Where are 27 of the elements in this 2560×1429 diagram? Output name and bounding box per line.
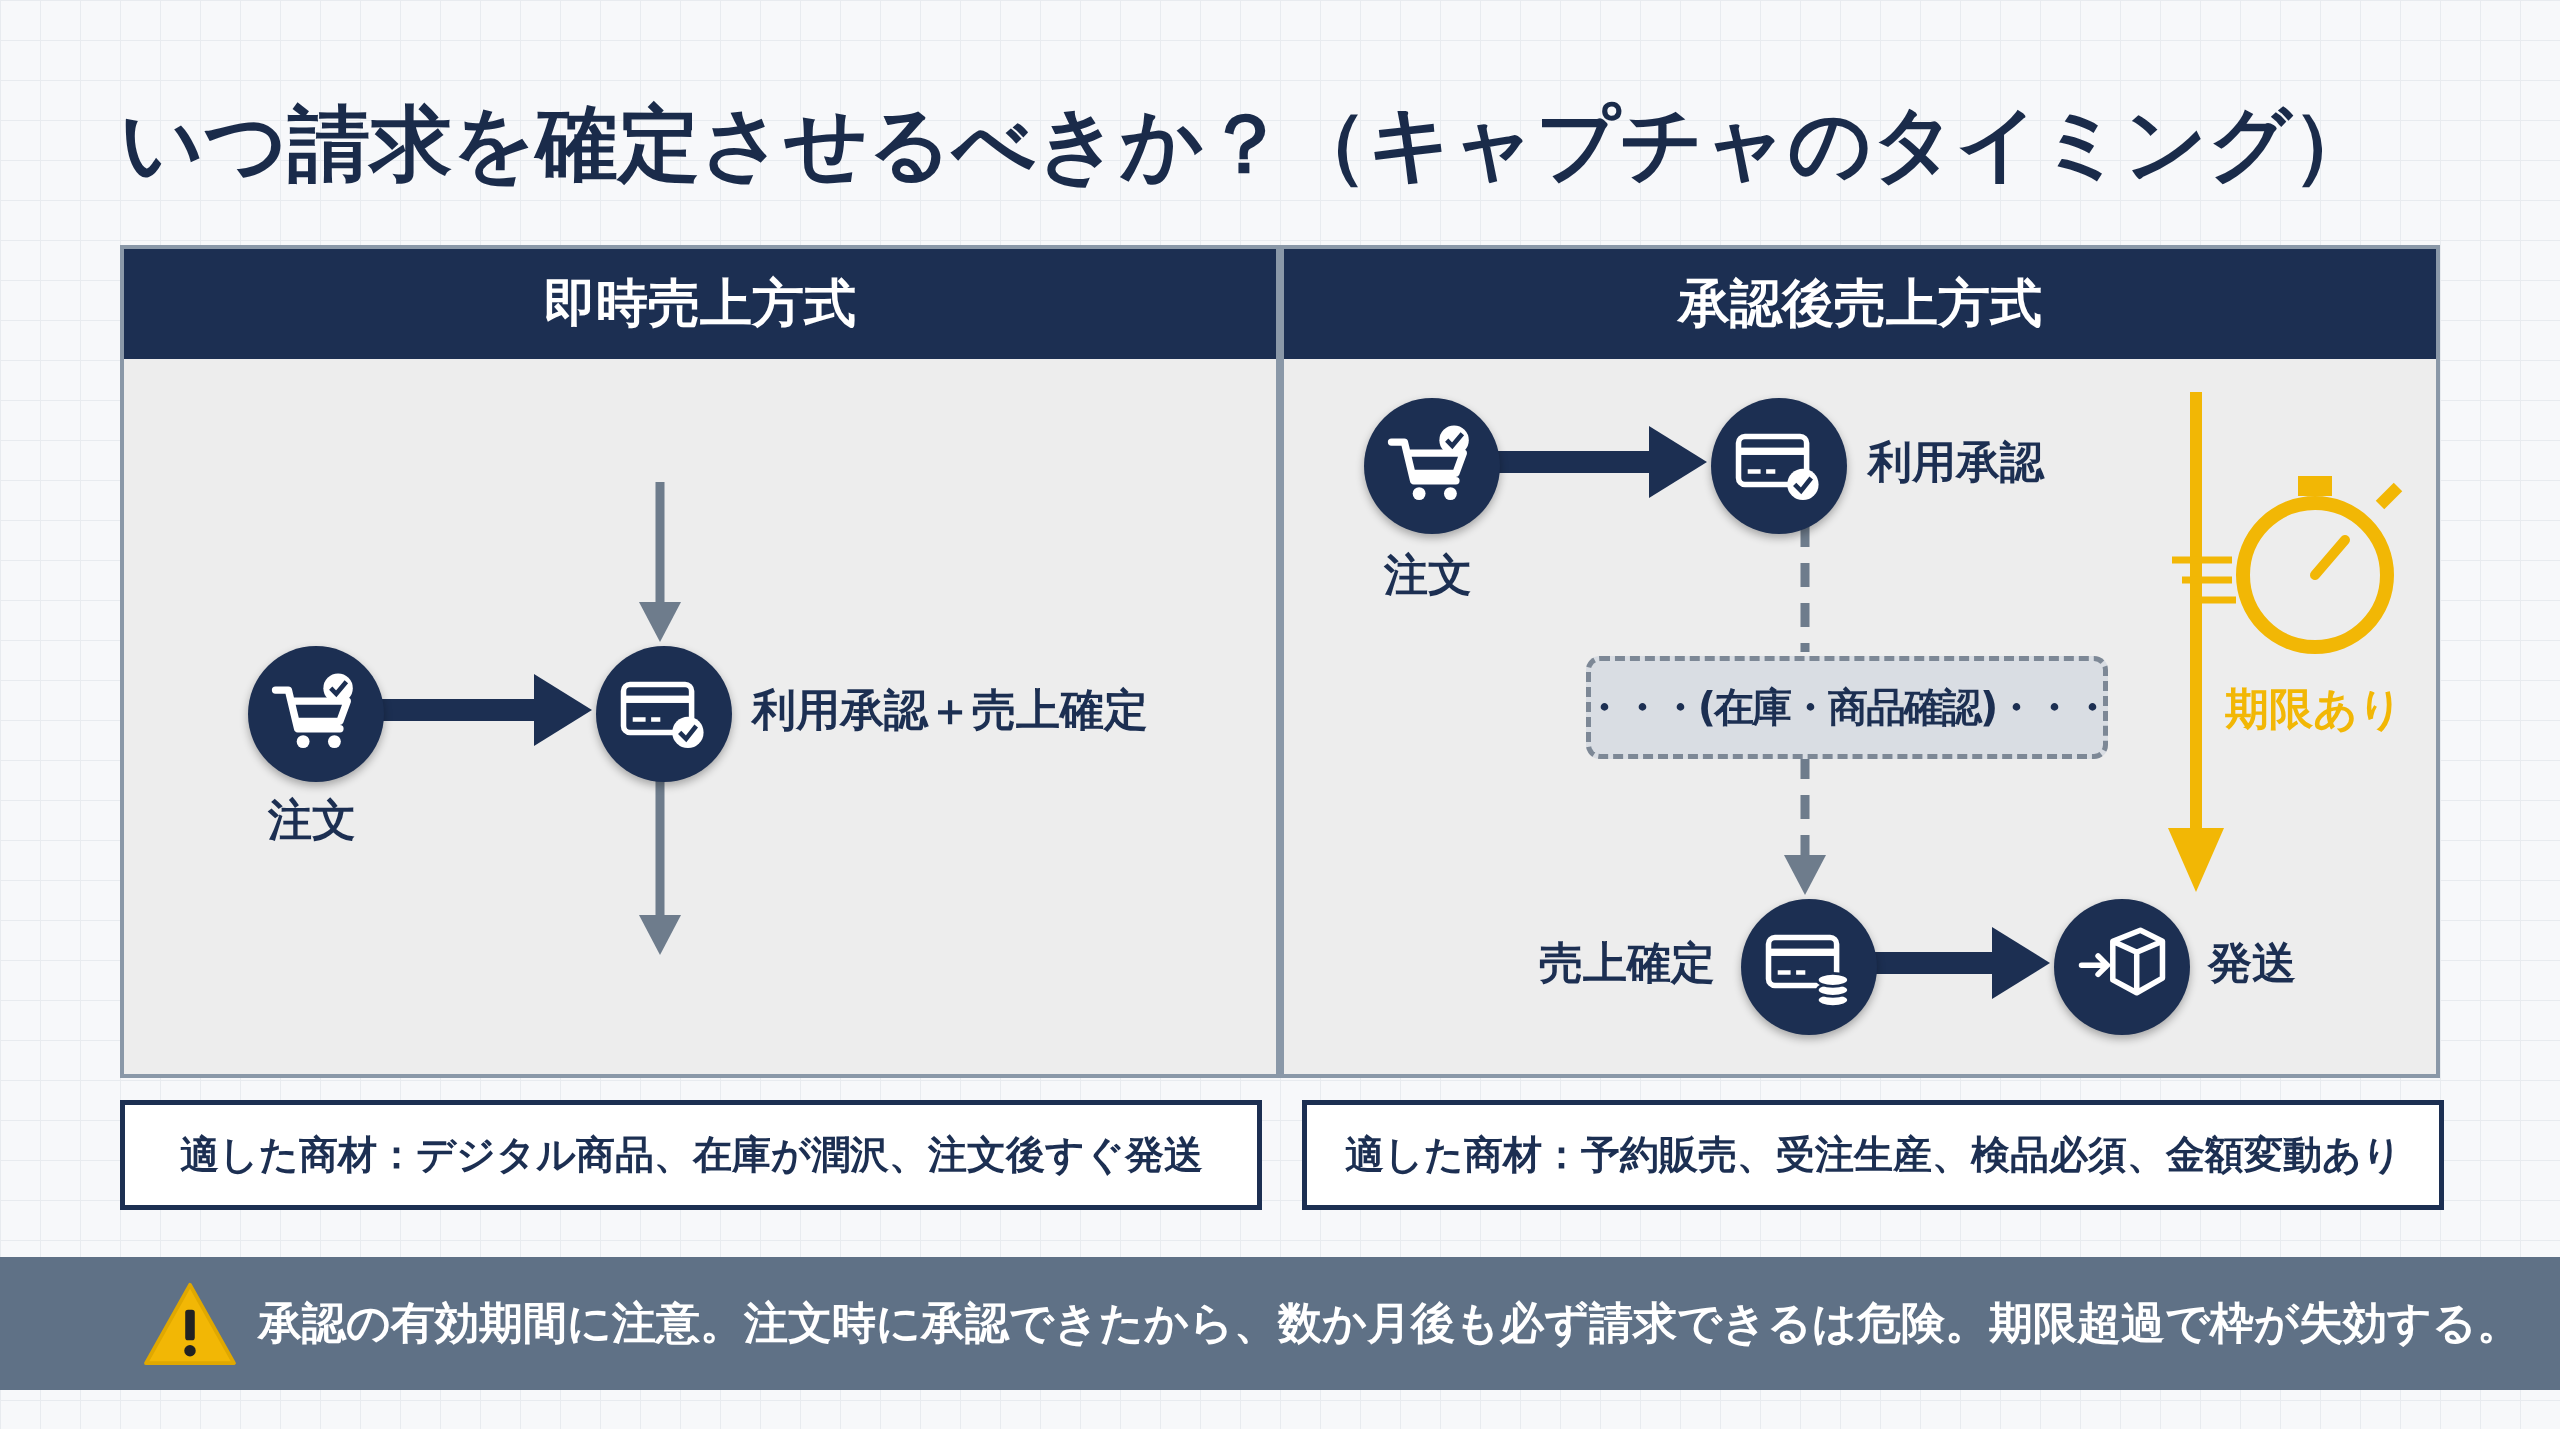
title: いつ請求を確定させるべきか？（キャプチャのタイミング） bbox=[120, 95, 2374, 193]
arrow bbox=[380, 674, 592, 746]
warning-banner bbox=[0, 1257, 2560, 1390]
dashed-box: ・・・(在庫・商品確認)・・・ bbox=[1586, 656, 2108, 759]
step-label: 注文 bbox=[267, 793, 357, 847]
icon-circle bbox=[2054, 899, 2190, 1035]
step-label: 利用承認 bbox=[1868, 435, 2044, 489]
step-label: 利用承認＋売上確定 bbox=[752, 683, 1148, 737]
arrow bbox=[1496, 426, 1707, 498]
warning-text: 承認の有効期間に注意。注文時に承認できたから、数か月後も必ず請求できるは危険。期限超過で枠が失効する。 bbox=[258, 1296, 2521, 1350]
note-box: 適した商材：予約販売、受注生産、検品必須、金額変動あり bbox=[1302, 1100, 2444, 1210]
panel-header: 即時売上方式 bbox=[124, 249, 1276, 359]
panel bbox=[120, 245, 1280, 1078]
icon-circle bbox=[1711, 398, 1847, 534]
panel-header: 承認後売上方式 bbox=[1284, 249, 2436, 359]
note-box: 適した商材：デジタル商品、在庫が潤沢、注文後すぐ発送 bbox=[120, 1100, 1262, 1210]
step-label: 注文 bbox=[1383, 548, 1473, 602]
step-label: 売上確定 bbox=[1539, 936, 1715, 990]
icon-circle bbox=[596, 646, 732, 782]
step-label: 発送 bbox=[2208, 936, 2296, 990]
icon-circle bbox=[1364, 398, 1500, 534]
panel bbox=[1280, 245, 2440, 1078]
icon-circle bbox=[1741, 899, 1877, 1035]
arrow bbox=[1873, 927, 2050, 999]
arrow bbox=[639, 482, 681, 642]
deadline-label: 期限あり bbox=[2225, 682, 2403, 736]
icon-circle bbox=[248, 646, 384, 782]
